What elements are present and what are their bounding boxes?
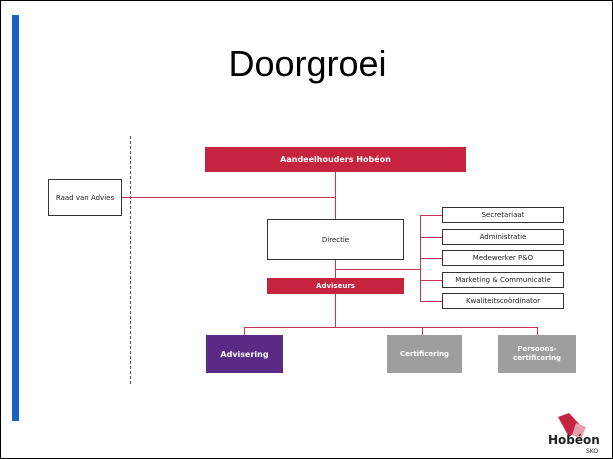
logo-name: Hobéon [548,433,600,447]
hobeon-logo: Hobéon SKO [538,413,608,458]
connector-unit-2 [422,327,423,335]
staff-hr: Medewerker P&O [442,250,564,266]
advisory-board-box: Raad van Advies [48,179,122,216]
dashed-divider [130,136,131,384]
staff-quality: Kwaliteitscoördinator [442,293,564,309]
connector-unit-3 [537,327,538,335]
connector-staff-2 [420,237,442,238]
unit-persons-certificering: Persoons- certificering [498,335,576,373]
connector-staff-5 [420,301,442,302]
unit-advisering: Advisering [206,335,283,373]
logo-sub: SKO [586,448,599,455]
staff-administratie: Administratie [442,229,564,245]
directorate-box: Directie [267,219,404,260]
advisors-box: Adviseurs [267,278,404,294]
connector-units-horizontal [244,327,537,328]
connector-staff-1 [420,215,442,216]
unit-certificering: Certificering [387,335,462,373]
staff-secretariaat: Secretariaat [442,207,564,223]
connector-advisory [122,197,335,198]
connector-unit-1 [244,327,245,335]
slide-title: Doorgroei [228,43,387,84]
connector-staff-3 [420,258,442,259]
staff-marketing: Marketing & Communicatie [442,272,564,288]
logo-mark-icon [558,413,586,439]
connector-staff-4 [420,280,442,281]
accent-bar [12,15,19,421]
shareholders-box: Aandeelhouders Hobéon [205,147,466,172]
connector-staff [335,269,420,270]
